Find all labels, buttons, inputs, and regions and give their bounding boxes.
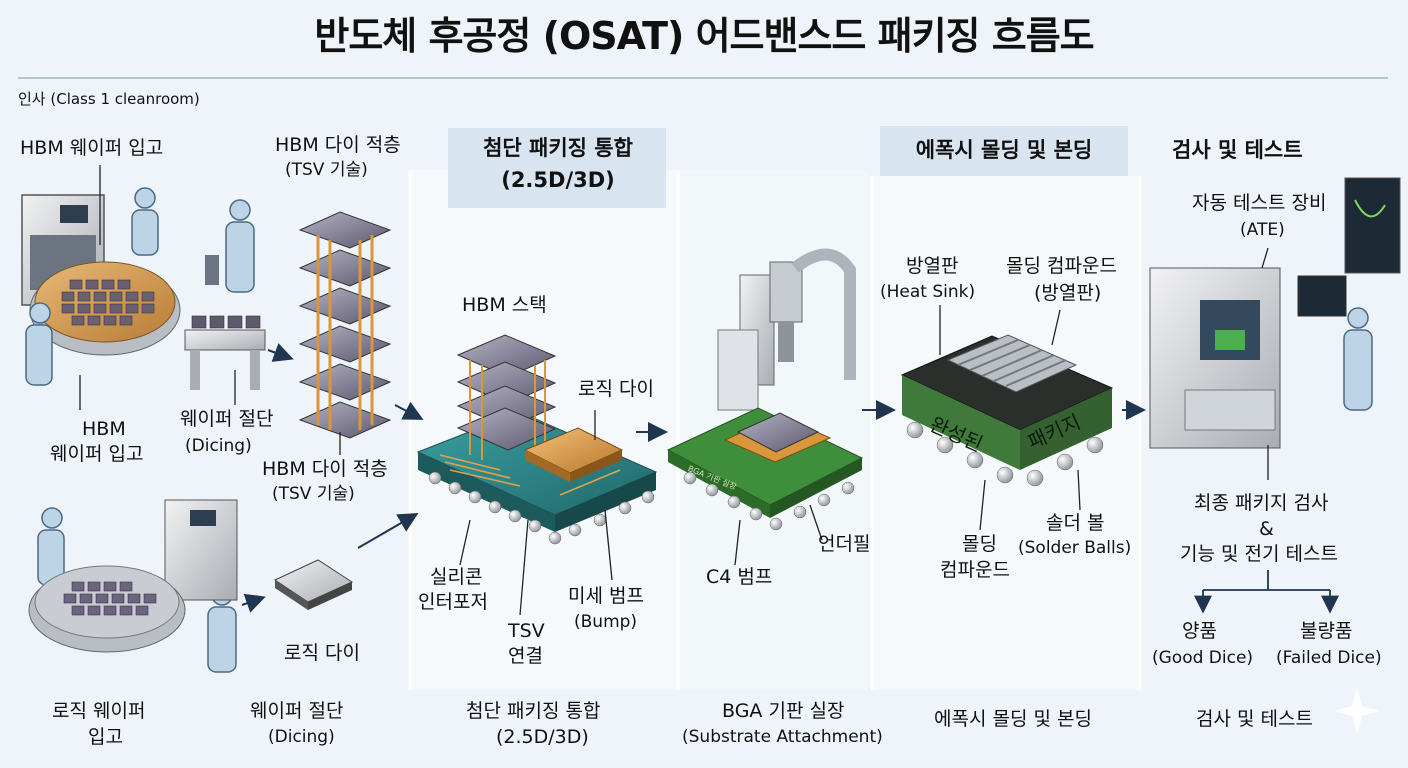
tsv-l1: TSV — [508, 620, 545, 642]
c4-bump-label: C4 범프 — [706, 566, 773, 588]
logic-wafer-machine — [28, 499, 238, 653]
integration-logic-die: 로직 다이 — [578, 378, 654, 400]
solder-l2: (Solder Balls) — [1018, 538, 1132, 558]
integration-footer-l1: 첨단 패키징 통합 — [466, 700, 601, 722]
molded-package — [900, 334, 1114, 487]
hbm-wafer-machine — [21, 194, 181, 356]
bump-l2: (Bump) — [574, 612, 638, 632]
dicing-top-l2: (Dicing) — [185, 436, 252, 456]
hbm-stack-top-l2: (TSV 기술) — [285, 160, 368, 180]
bga-assembly — [666, 248, 864, 531]
underfill-label: 언더필 — [818, 533, 871, 555]
bga-footer-l1: BGA 기판 실장 — [722, 700, 845, 722]
logic-die-single — [273, 559, 354, 610]
hbm-wafer-bottom-l2: 웨이퍼 입고 — [50, 443, 144, 465]
good-l2: (Good Dice) — [1152, 648, 1254, 668]
good-l1: 양품 — [1182, 620, 1217, 642]
interposer-l2: 인터포저 — [418, 591, 488, 613]
sparkle-icon — [1334, 688, 1380, 734]
ate-l1: 자동 테스트 장비 — [1192, 192, 1327, 214]
ate-l2: (ATE) — [1240, 220, 1285, 240]
heatsink-l1: 방열판 — [906, 255, 959, 277]
final-test-l3: 기능 및 전기 테스트 — [1180, 543, 1338, 565]
bad-l2: (Failed Dice) — [1276, 648, 1382, 668]
integration-footer-l2: (2.5D/3D) — [496, 726, 589, 748]
test-header: 검사 및 테스트 — [1172, 138, 1303, 162]
dicing-machine-top — [184, 255, 266, 390]
ate-machine — [1149, 177, 1401, 449]
bump-l1: 미세 범프 — [568, 585, 644, 607]
integration-header-bg — [448, 128, 666, 208]
hbm-wafer-bottom-l1: HBM — [82, 418, 126, 440]
logic-wafer-l2: 입고 — [88, 726, 123, 748]
heatsink-l2: (Heat Sink) — [880, 282, 976, 302]
compound-bottom-l1: 몰딩 — [962, 533, 997, 555]
page-title: 반도체 후공정 (OSAT) 어드밴스드 패키징 흐름도 — [314, 14, 1094, 58]
logic-die-label: 로직 다이 — [284, 642, 360, 664]
compound-l1: 몰딩 컴파운드 — [1006, 255, 1117, 277]
molding-header-bg — [880, 126, 1128, 176]
hbm-stack-top-l1: HBM 다이 적층 — [275, 134, 401, 156]
cleanroom-workers — [25, 187, 1373, 673]
logic-wafer-l1: 로직 웨이퍼 — [52, 700, 146, 722]
molding-footer: 에폭시 몰딩 및 본딩 — [934, 708, 1092, 730]
dicing-bottom-l2: (Dicing) — [268, 727, 335, 747]
molding-header: 에폭시 몰딩 및 본딩 — [915, 138, 1093, 162]
integration-assembly — [416, 334, 658, 545]
solder-l1: 솔더 볼 — [1046, 512, 1105, 534]
final-test-l2: & — [1259, 518, 1274, 540]
result-branch — [1194, 570, 1339, 614]
bad-l1: 불량품 — [1300, 620, 1353, 642]
integration-header-l1: 첨단 패키징 통합 — [483, 136, 633, 160]
integration-hbm-stack: HBM 스택 — [462, 294, 547, 316]
bga-footer-l2: (Substrate Attachment) — [682, 727, 883, 747]
hbm-stack-bottom-l1: HBM 다이 적층 — [262, 458, 388, 480]
dicing-top-l1: 웨이퍼 절단 — [180, 408, 274, 430]
final-test-l1: 최종 패키지 검사 — [1194, 492, 1329, 514]
interposer-l1: 실리콘 — [430, 566, 483, 588]
compound-bottom-l2: 컴파운드 — [940, 559, 1010, 581]
test-footer: 검사 및 테스트 — [1196, 708, 1313, 730]
tsv-l2: 연결 — [508, 645, 543, 667]
hbm-tsv-tower — [298, 211, 392, 439]
hbm-wafer-top-label: HBM 웨이퍼 입고 — [20, 137, 164, 159]
hbm-stack-bottom-l2: (TSV 기술) — [272, 484, 355, 504]
compound-l2: (방열판) — [1034, 282, 1102, 304]
subtitle: 인사 (Class 1 cleanroom) — [18, 90, 200, 108]
integration-header-l2: (2.5D/3D) — [501, 168, 615, 192]
dicing-bottom-l1: 웨이퍼 절단 — [250, 700, 344, 722]
